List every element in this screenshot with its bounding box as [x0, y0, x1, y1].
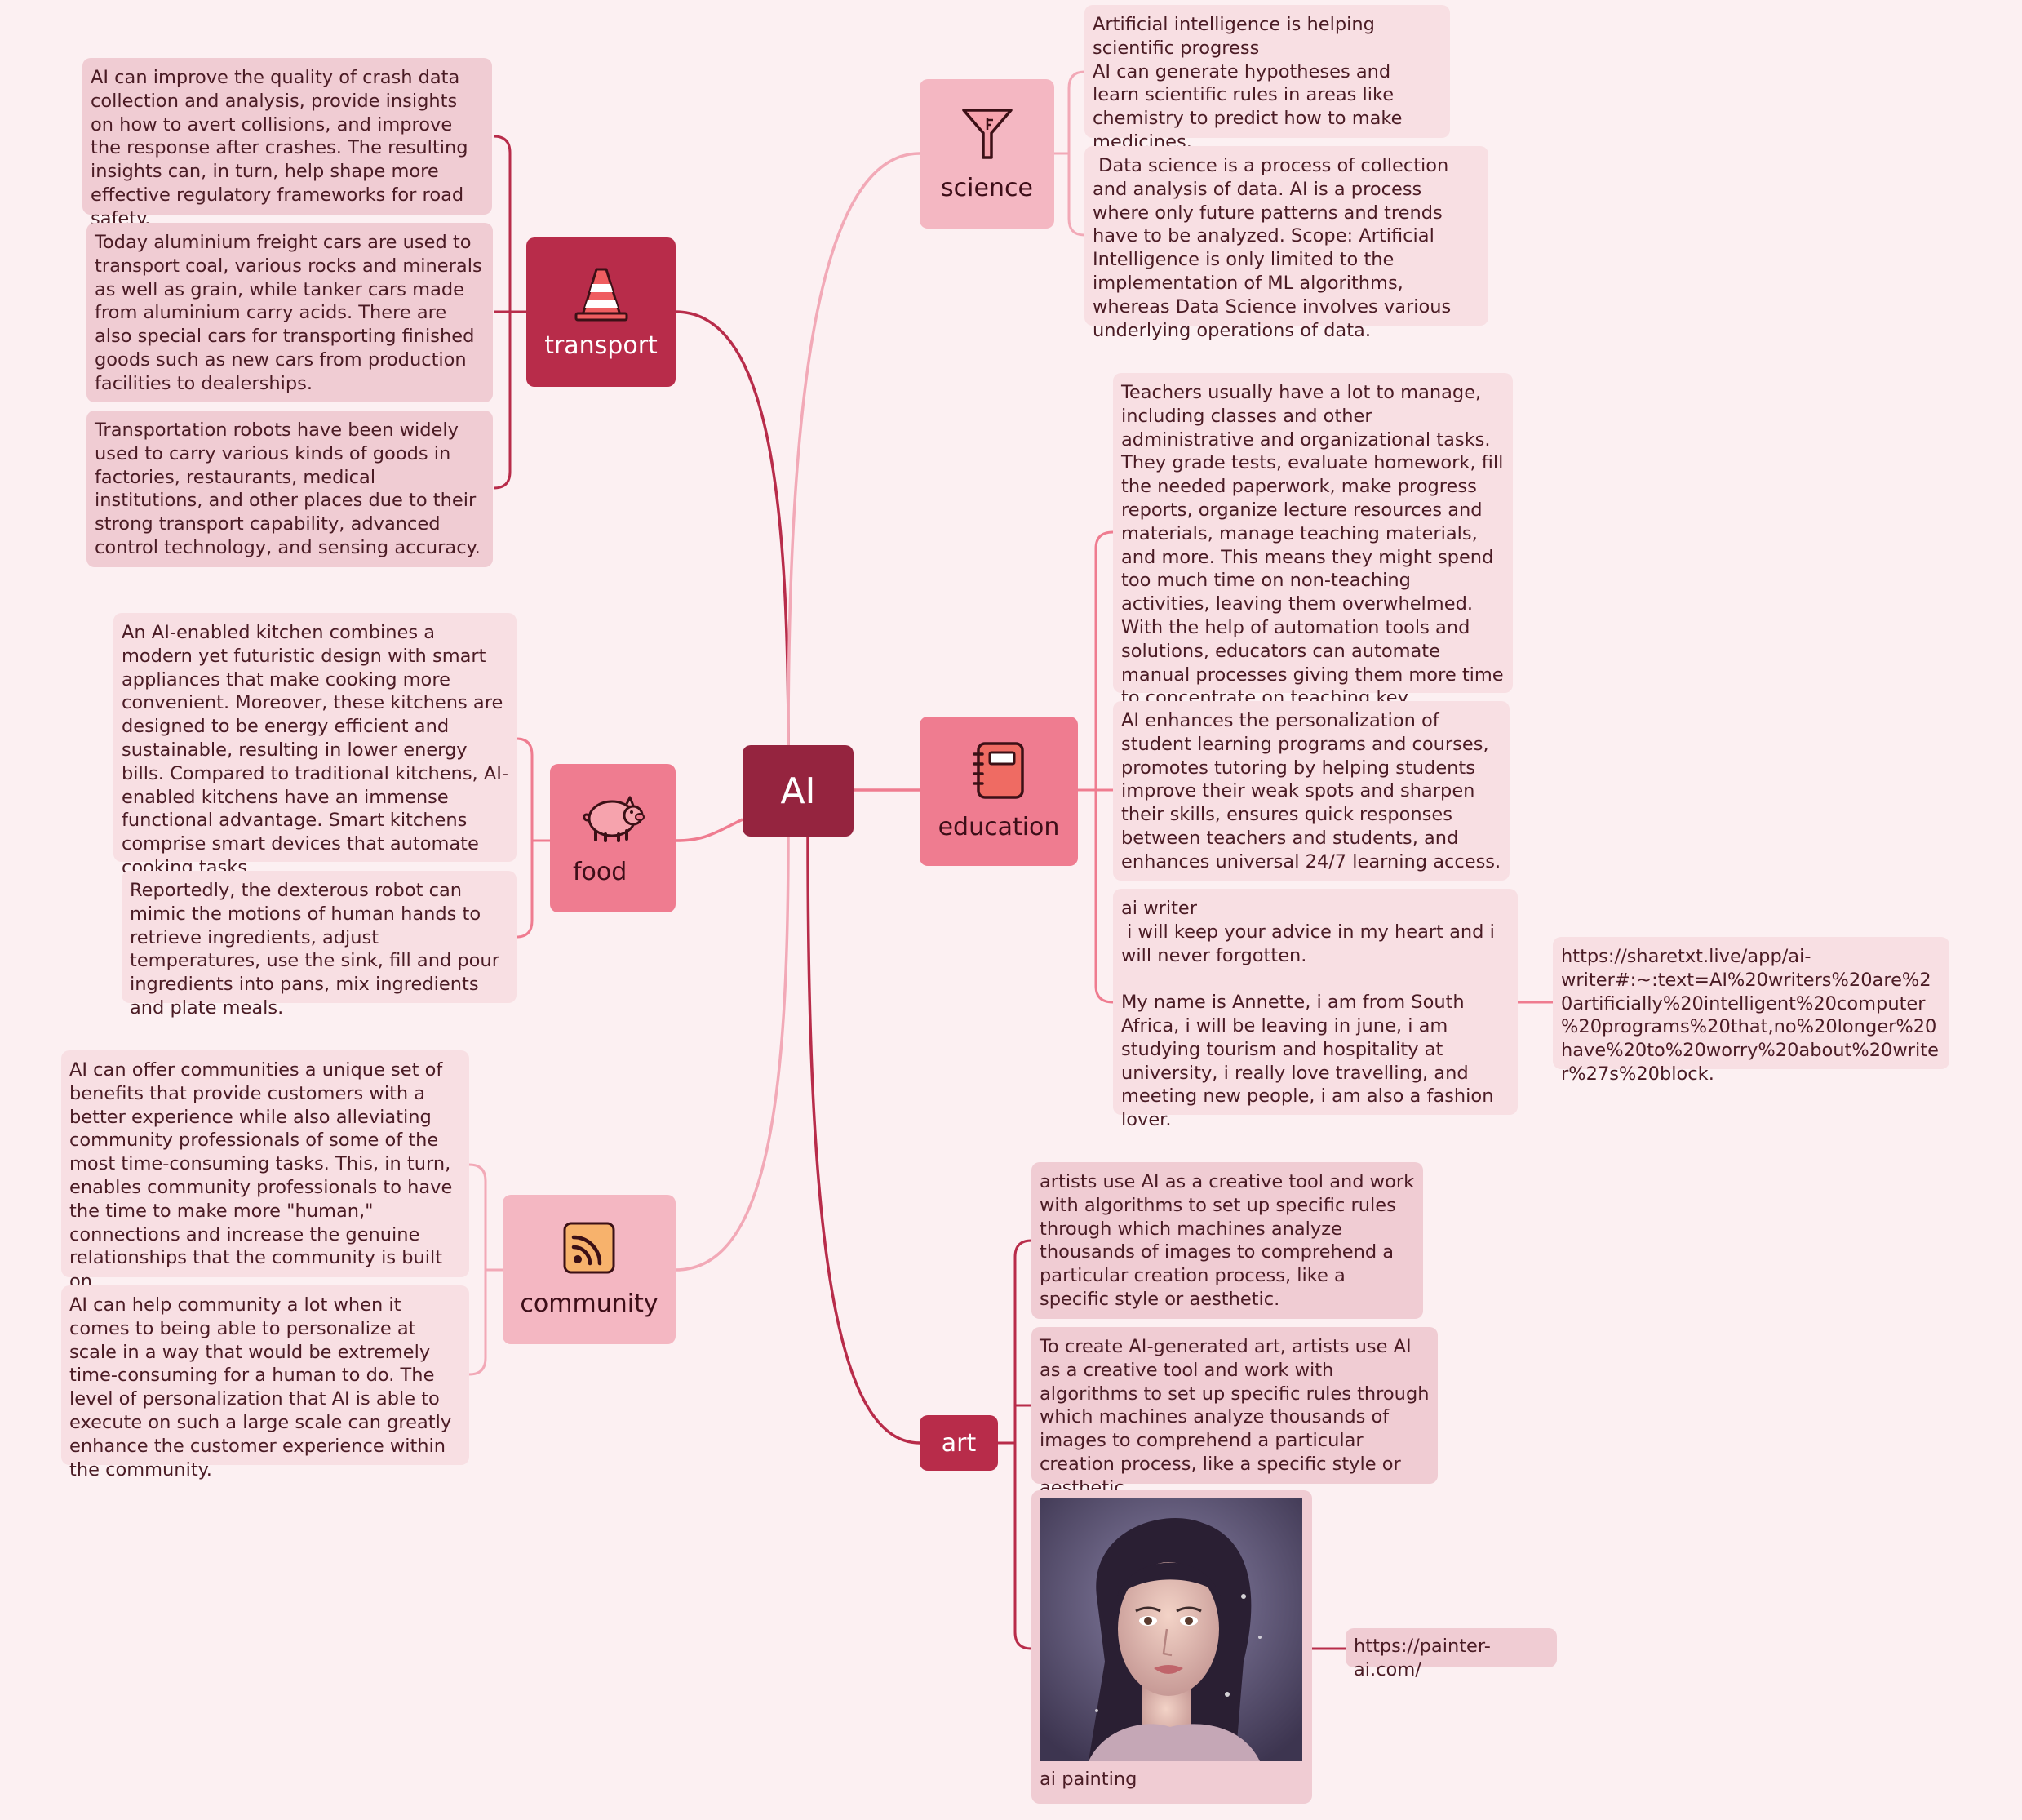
topic-label: education [938, 813, 1060, 841]
topic-art[interactable]: art [920, 1415, 998, 1471]
note-food-1[interactable]: An AI-enabled kitchen combines a modern … [113, 613, 517, 878]
note-art-2[interactable]: To create AI-generated art, artists use … [1031, 1327, 1438, 1498]
link-education-ai-writer[interactable]: https://sharetxt.live/app/ai-writer#:~:t… [1553, 937, 1949, 1085]
topic-transport[interactable]: transport [526, 237, 676, 387]
topic-label: food [573, 857, 627, 886]
topic-community[interactable]: community [503, 1195, 676, 1344]
note-transport-1[interactable]: AI can improve the quality of crash data… [82, 58, 492, 229]
note-food-2[interactable]: Reportedly, the dexterous robot can mimi… [122, 871, 517, 1019]
art-image-card[interactable]: ai painting [1031, 1490, 1312, 1804]
note-art-1[interactable]: artists use AI as a creative tool and wo… [1031, 1162, 1423, 1319]
note-science-1[interactable]: Artificial intelligence is helping scien… [1084, 5, 1450, 153]
rss-feed-icon [563, 1222, 615, 1274]
root-label: AI [780, 770, 816, 812]
topic-food[interactable]: food [550, 764, 676, 912]
funnel-icon [961, 109, 1013, 159]
note-transport-2[interactable]: Today aluminium freight cars are used to… [86, 223, 493, 402]
ai-portrait-image [1040, 1498, 1302, 1761]
topic-education[interactable]: education [920, 717, 1078, 866]
topic-label: transport [544, 331, 658, 360]
topic-label: science [941, 174, 1033, 202]
topic-label: art [941, 1428, 977, 1458]
note-science-2[interactable]: Data science is a process of collection … [1084, 146, 1488, 341]
notebook-icon [973, 742, 1024, 799]
topic-science[interactable]: science [920, 79, 1054, 229]
traffic-cone-icon [574, 268, 627, 322]
note-education-3[interactable]: ai writer i will keep your advice in my … [1113, 889, 1518, 1130]
pig-icon [583, 796, 645, 842]
image-caption: ai painting [1040, 1769, 1137, 1790]
note-education-1[interactable]: Teachers usually have a lot to manage, i… [1113, 373, 1513, 732]
root-node[interactable]: AI [743, 745, 854, 837]
link-art-painter[interactable]: https://painter-ai.com/ [1346, 1628, 1557, 1680]
note-education-2[interactable]: AI enhances the personalization of stude… [1113, 701, 1510, 881]
topic-label: community [520, 1290, 658, 1318]
note-community-2[interactable]: AI can help community a lot when it come… [61, 1285, 469, 1480]
note-transport-3[interactable]: Transportation robots have been widely u… [86, 411, 493, 567]
note-community-1[interactable]: AI can offer communities a unique set of… [61, 1050, 469, 1292]
